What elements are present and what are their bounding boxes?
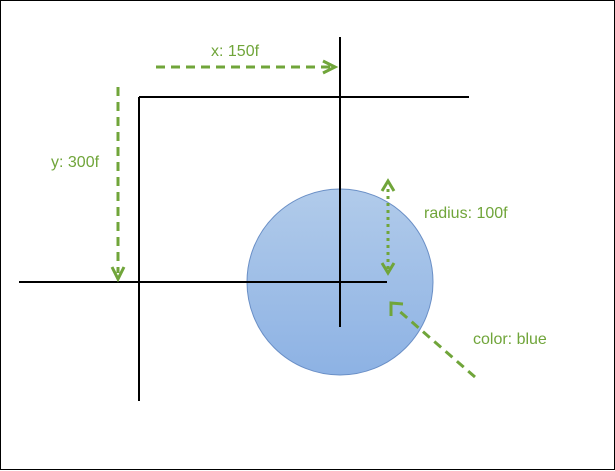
y-label: y: 300f [51, 154, 100, 171]
radius-label: radius: 100f [424, 205, 508, 222]
y-offset-arrow [110, 87, 126, 283]
color-label: color: blue [473, 331, 547, 348]
color-pointer-arrow [389, 301, 476, 379]
radius-arrow [380, 178, 396, 276]
x-label: x: 150f [211, 43, 260, 60]
x-offset-arrow [156, 59, 339, 75]
